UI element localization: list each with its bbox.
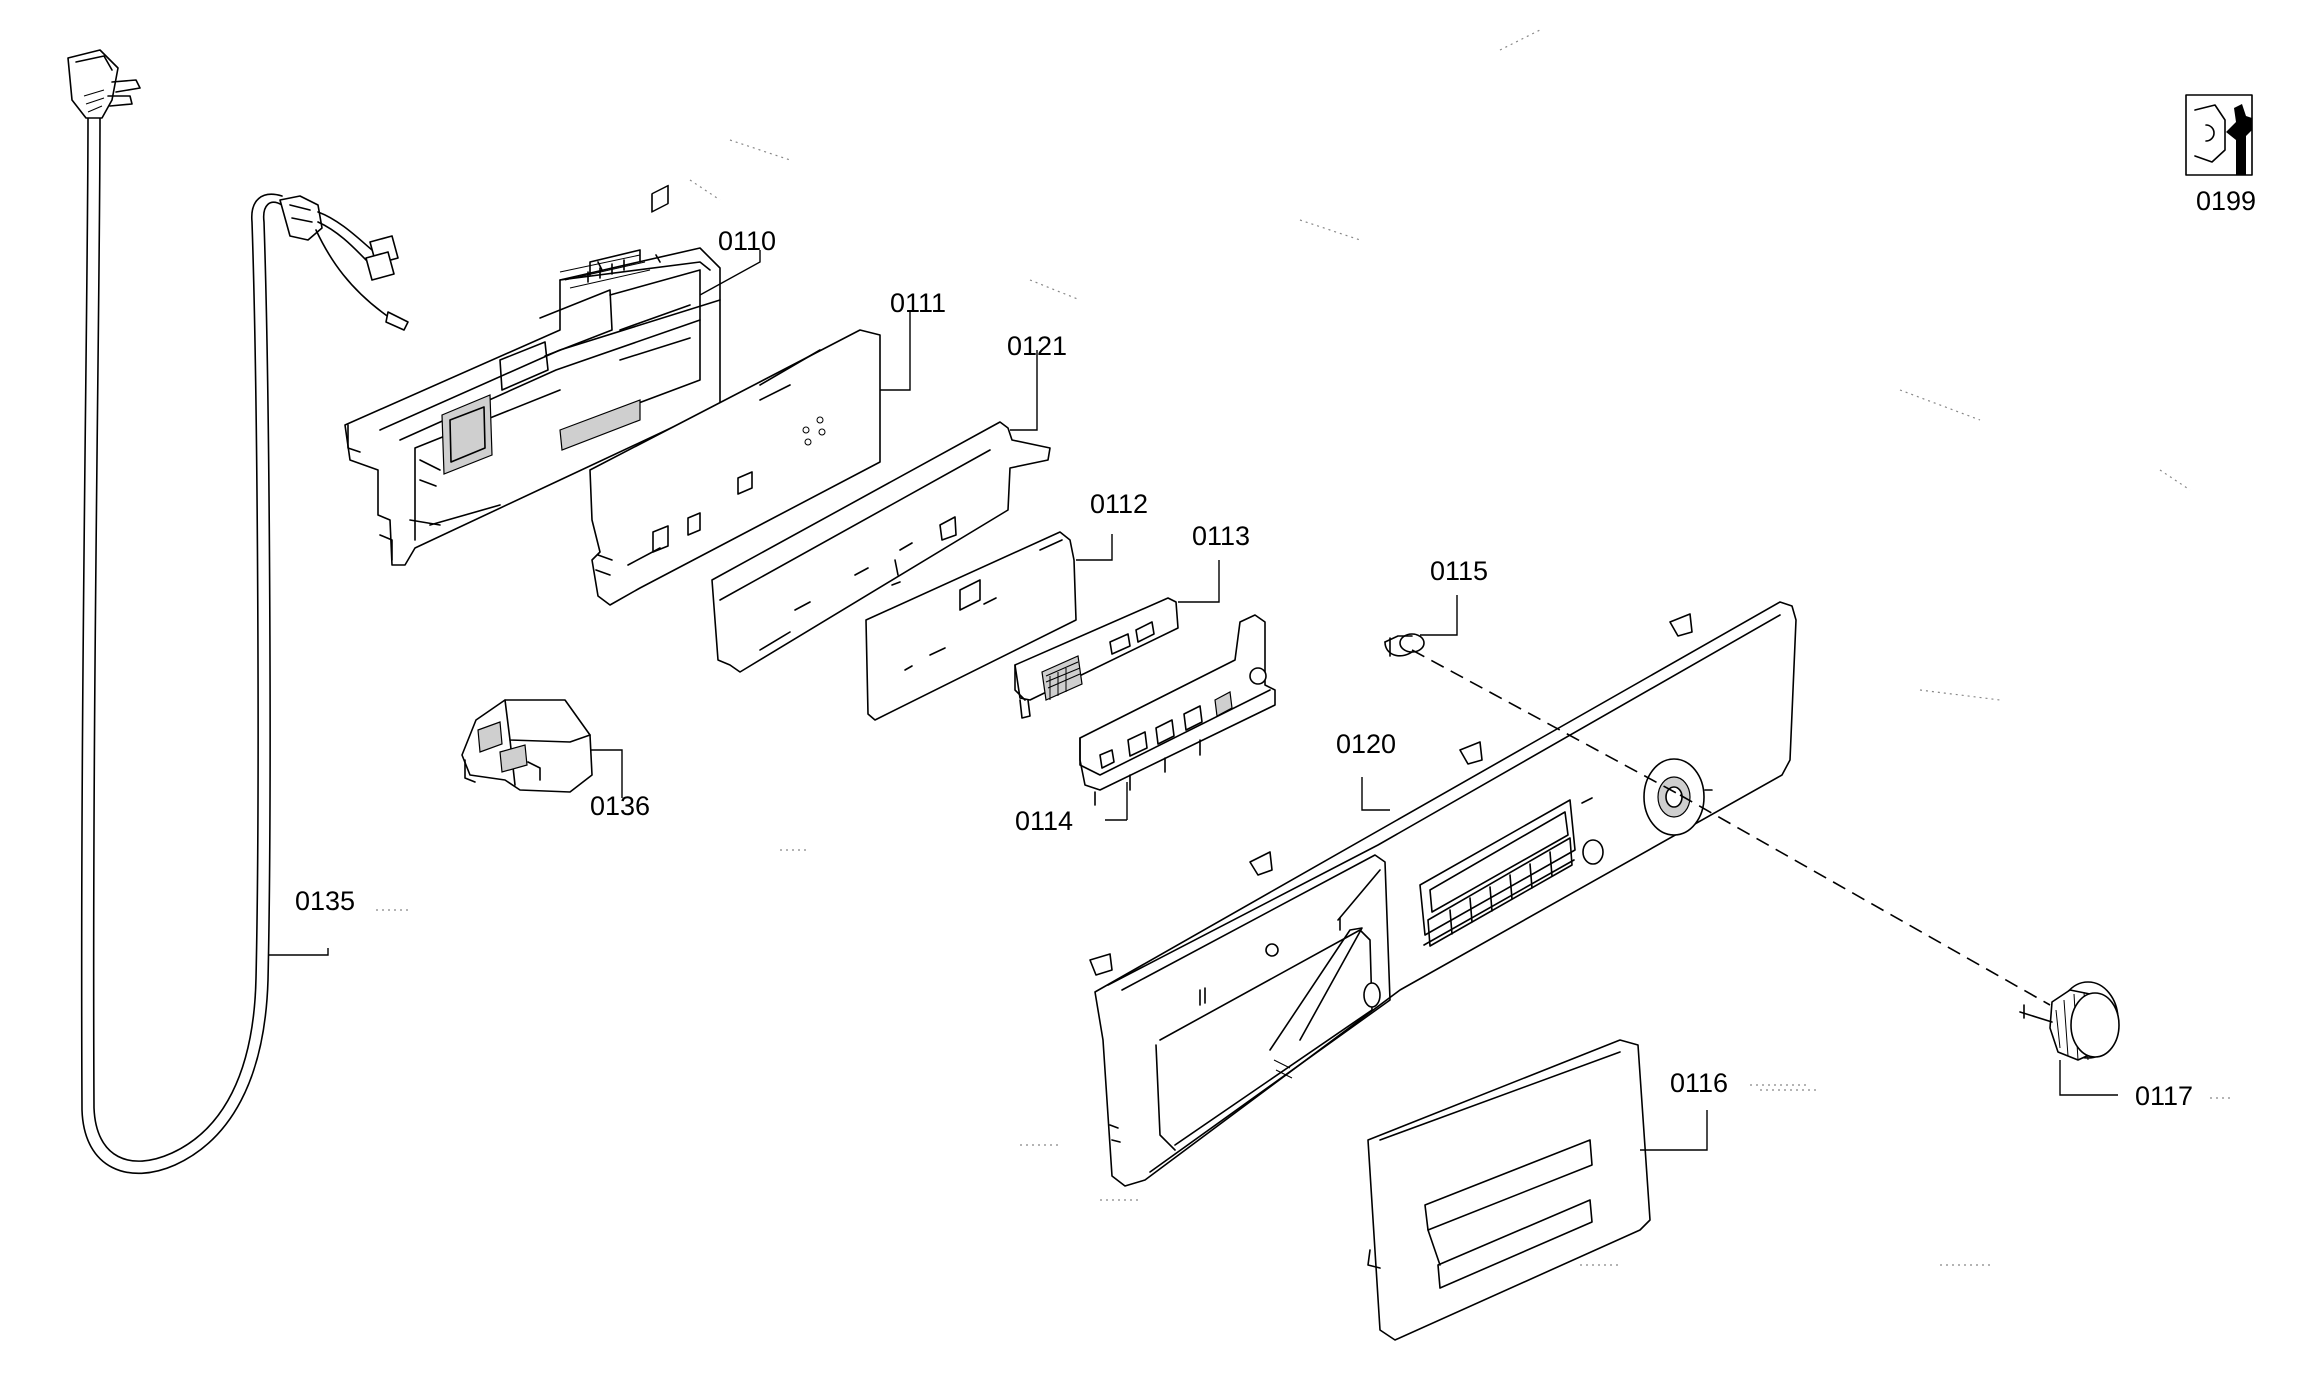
label-0115: 0115 (1430, 556, 1488, 586)
wrench-nut-icon (2185, 94, 2253, 176)
label-0114: 0114 (1015, 806, 1073, 836)
cable-harness (279, 195, 409, 331)
leader-lines (268, 250, 2118, 1151)
label-0117: 0117 (2135, 1081, 2193, 1111)
assembly-line-0117 (1679, 794, 2051, 1006)
housing-0110 (344, 247, 721, 566)
filter-0136 (461, 699, 593, 793)
label-0136: 0136 (590, 791, 650, 821)
assembly-line-0115 (1411, 649, 1681, 796)
part-0115 (1384, 633, 1425, 657)
label-0120: 0120 (1336, 729, 1396, 759)
board-0121 (711, 421, 1051, 673)
drawer-handle-0116 (1367, 1039, 1651, 1341)
background-dots (689, 29, 2191, 1266)
label-0110: 0110 (718, 226, 776, 256)
label-0113: 0113 (1192, 521, 1250, 551)
module-0113 (1014, 597, 1179, 719)
label-0121: 0121 (1007, 331, 1067, 361)
control-panel-0120 (1089, 601, 1797, 1187)
label-0112: 0112 (1090, 489, 1148, 519)
label-0199: 0199 (2196, 186, 2256, 216)
label-0135: 0135 (295, 886, 355, 916)
board-0111 (589, 184, 881, 606)
label-0116: 0116 (1670, 1068, 1728, 1098)
knob-0117 (2019, 981, 2120, 1061)
mains-cable-0135 (67, 49, 283, 1175)
label-0111: 0111 (890, 288, 946, 318)
module-0114 (1079, 614, 1276, 806)
board-0112 (865, 531, 1077, 721)
